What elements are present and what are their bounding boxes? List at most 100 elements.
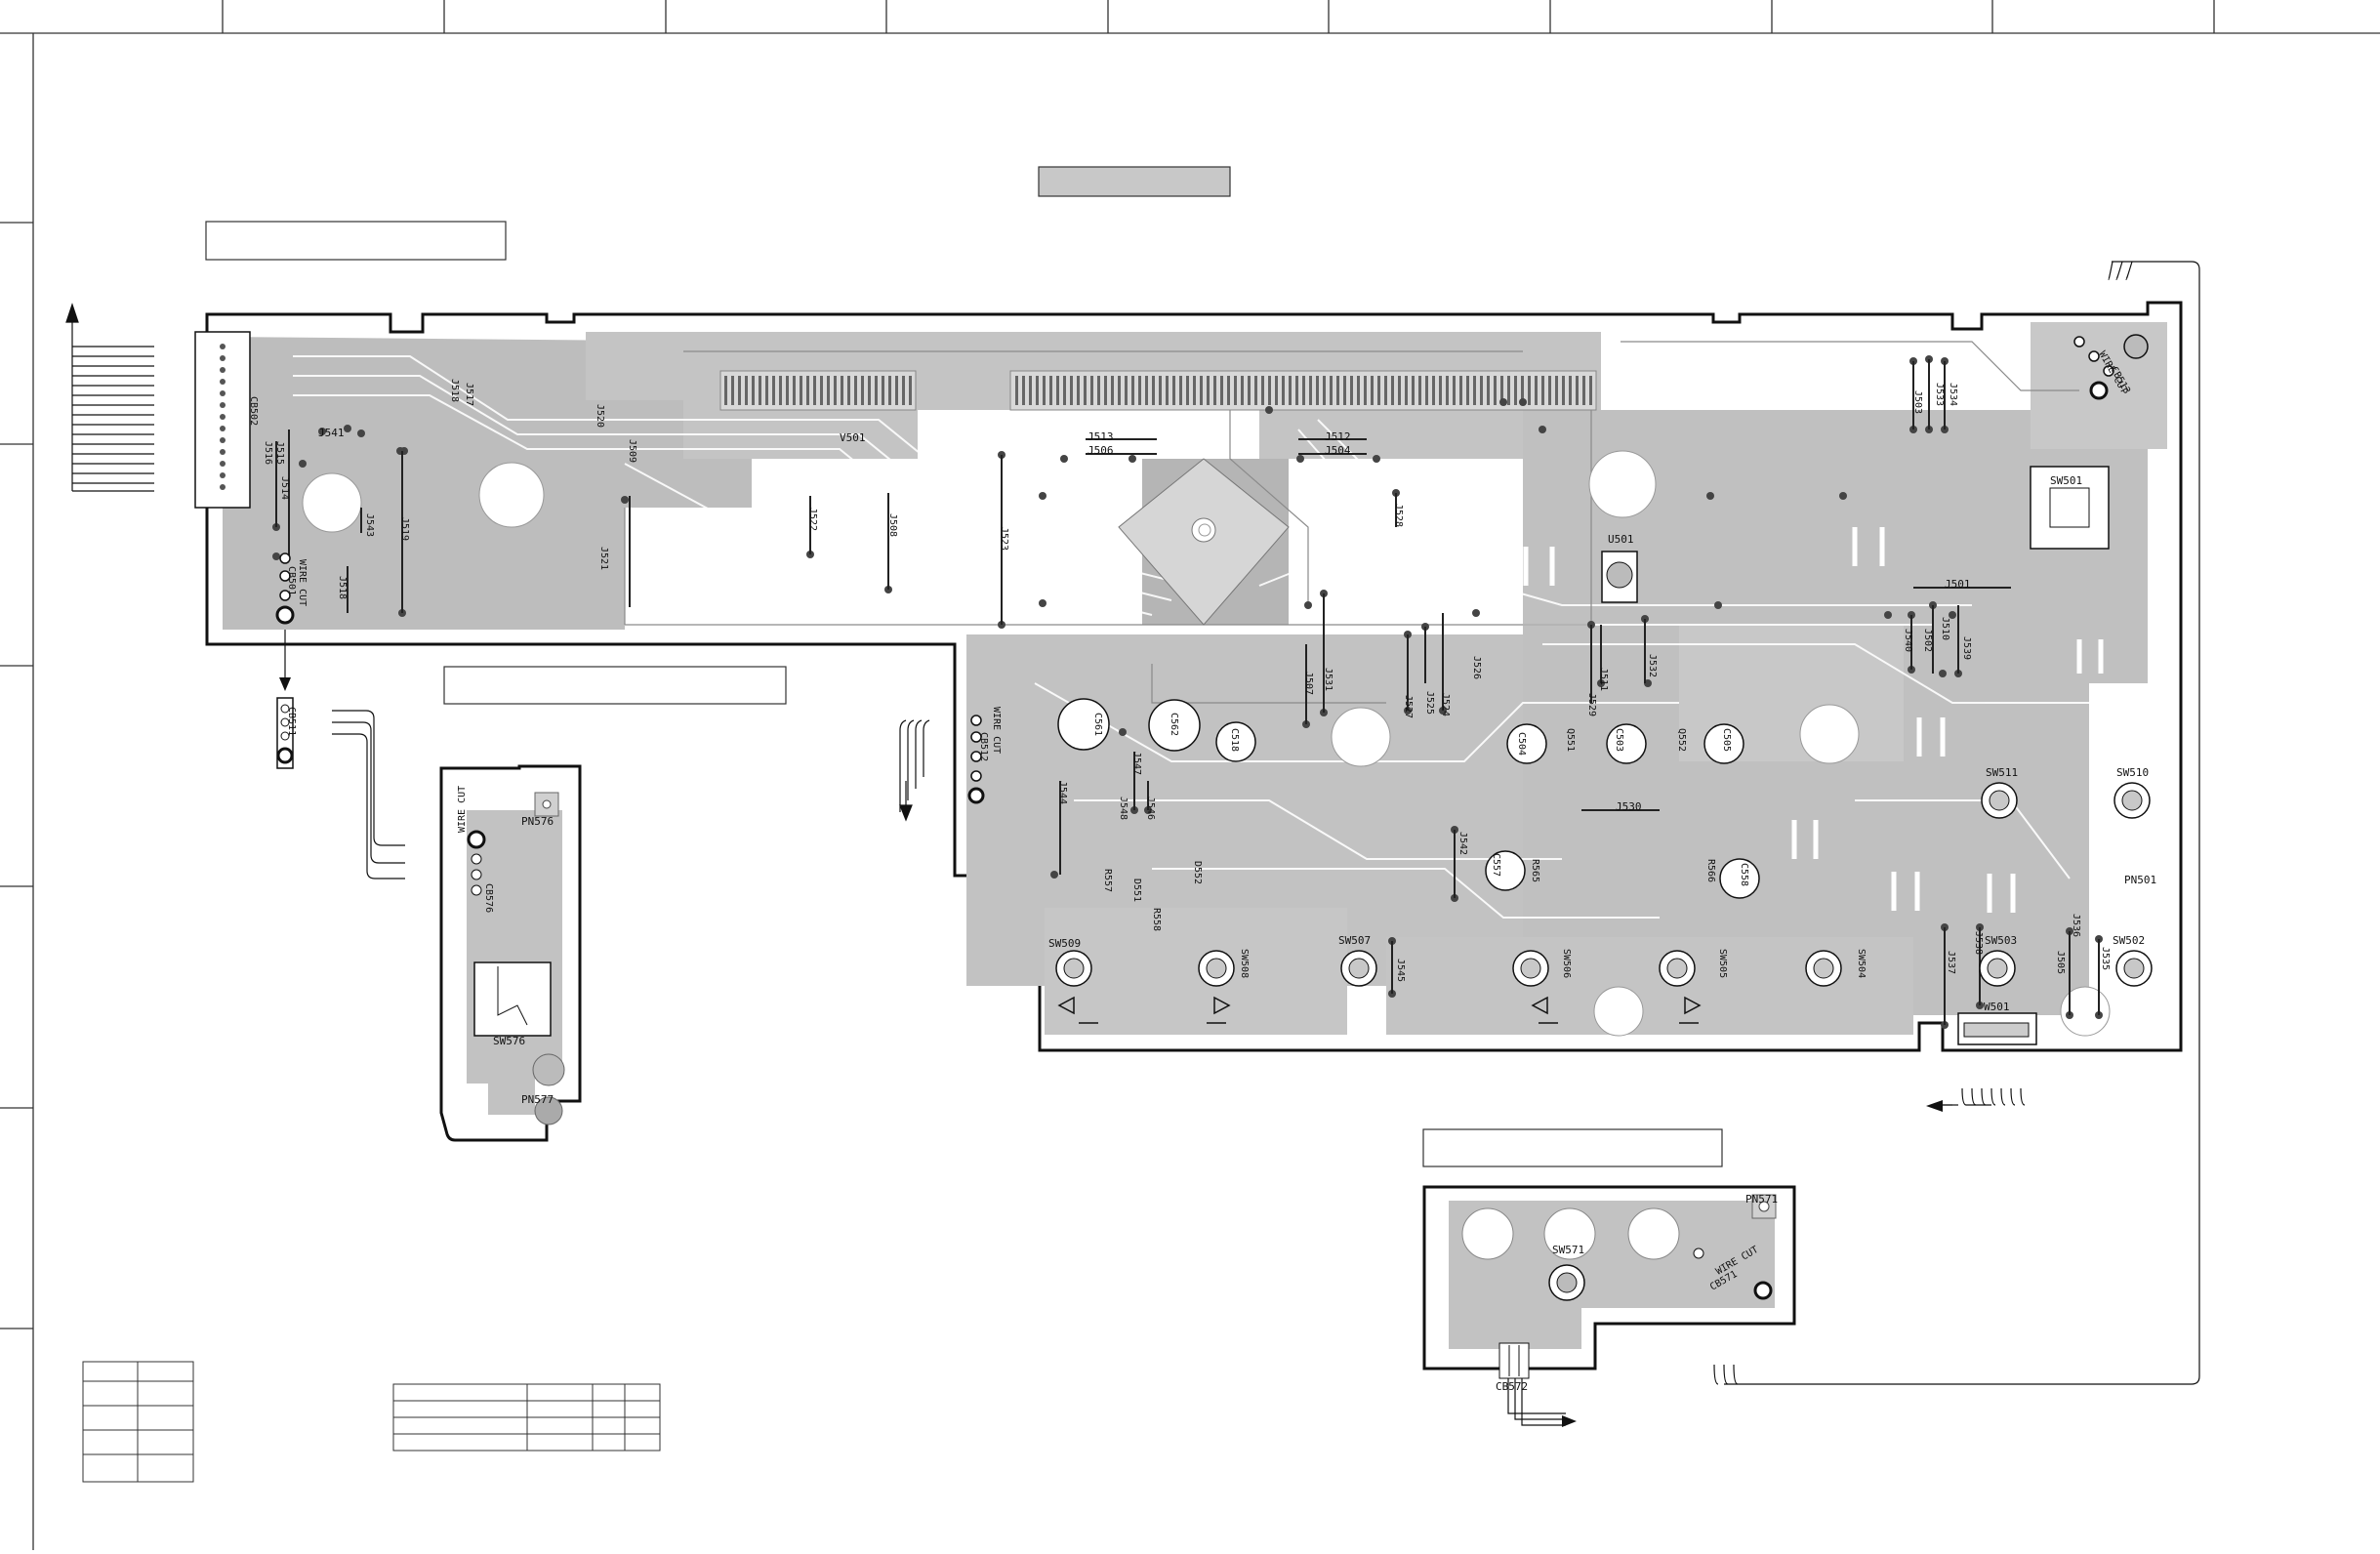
header-pin [1234,376,1237,405]
header-pin [752,376,755,405]
header-pin [1295,376,1298,405]
label-j503: J503 [1912,390,1923,414]
connector-pin [220,367,226,373]
header-pin [1097,376,1100,405]
title-box-sub-right [1422,1128,1723,1167]
label-j536: J536 [2071,914,2081,937]
header-pin [861,376,864,405]
label-c503: C503 [1614,728,1624,752]
label-j526: J526 [1471,656,1482,679]
header-pin [731,376,734,405]
label-j522: J522 [807,508,818,531]
label-sw502: SW502 [2113,934,2145,947]
via [1039,599,1046,607]
header-pin [909,376,912,405]
label-c561: C561 [1092,713,1103,736]
title-boxes [205,166,1723,1167]
via [1499,398,1507,406]
header-pin [793,376,796,405]
label-j501: J501 [1945,578,1971,591]
header-pin [1015,376,1018,405]
label-sw501: SW501 [2050,474,2082,487]
header-pin [1282,376,1285,405]
header-pin [1494,376,1497,405]
label-j508: J508 [887,513,898,537]
label-j531: J531 [1323,668,1334,691]
via [1296,455,1304,463]
label-j515: J515 [274,441,285,465]
header-pin [1480,376,1483,405]
header-pin [1029,376,1032,405]
title-box-sub-left [443,666,787,705]
label-j519: J519 [399,517,410,541]
display-header-pins [719,370,1597,411]
label-sw509: SW509 [1048,937,1081,950]
label-c505: C505 [1721,728,1732,752]
header-pin [1220,376,1223,405]
header-pin [1548,376,1551,405]
switch-cap [1989,790,2010,811]
switch-cap [1520,958,1541,979]
header-pin [1084,376,1087,405]
label-j540: J540 [1903,629,1913,652]
label-u501: U501 [1608,533,1634,546]
header-pin [834,376,837,405]
header-pin [765,376,768,405]
right-harness-arrow [1926,1100,1943,1112]
via [1706,492,1714,500]
sub-board-right [1422,1185,1796,1427]
switch-cap [1348,958,1370,979]
header-pin [1268,376,1271,405]
label-sw505: SW505 [1717,949,1728,978]
label-c558: C558 [1739,863,1749,886]
label-j543: J543 [364,513,375,537]
header-pin [1453,376,1456,405]
label-cb502: CB502 [248,396,259,426]
header-pin [1207,376,1210,405]
via [1119,728,1127,736]
label-v501: V501 [840,431,866,444]
label-j521: J521 [598,547,609,570]
header-pin [1535,376,1538,405]
via [1884,611,1892,619]
header-pin [1398,376,1401,405]
label-j546: J546 [1145,797,1156,820]
header-pin [1473,376,1476,405]
header-pin [1275,376,1278,405]
label-j516: J516 [263,441,273,465]
header-pin [902,376,905,405]
label-q552: Q552 [1676,728,1687,752]
label-j523: J523 [999,527,1009,551]
header-pin [759,376,761,405]
label-sw576: SW576 [493,1035,525,1047]
label-j525: J525 [1424,691,1435,715]
label-wire-cut-4: WIRE CUT [457,786,468,833]
header-pin-row [724,376,1592,405]
header-pin [1152,376,1155,405]
via [1050,871,1058,879]
label-j507: J507 [1303,672,1314,695]
w501-connector [1957,1012,2037,1045]
label-cb576: CB576 [483,883,494,913]
header-pin [1418,376,1421,405]
header-pin [1200,376,1203,405]
label-j527: J527 [1403,695,1414,718]
header-pin [1521,376,1524,405]
header-pin [1323,376,1326,405]
label-pn501: PN501 [2124,874,2156,886]
header-pin [800,376,802,405]
label-j524: J524 [1440,693,1451,716]
header-pin [1179,376,1182,405]
via [1519,398,1527,406]
header-pin [1316,376,1319,405]
label-j535: J535 [2100,947,2111,970]
label-cb512: CB512 [978,732,989,761]
mounting-holes [302,450,2111,1037]
header-pin [847,376,850,405]
switch-cap [1063,958,1085,979]
header-pin [1254,376,1257,405]
label-cb501: CB501 [286,566,297,595]
header-pin [1104,376,1107,405]
header-pin [1439,376,1442,405]
